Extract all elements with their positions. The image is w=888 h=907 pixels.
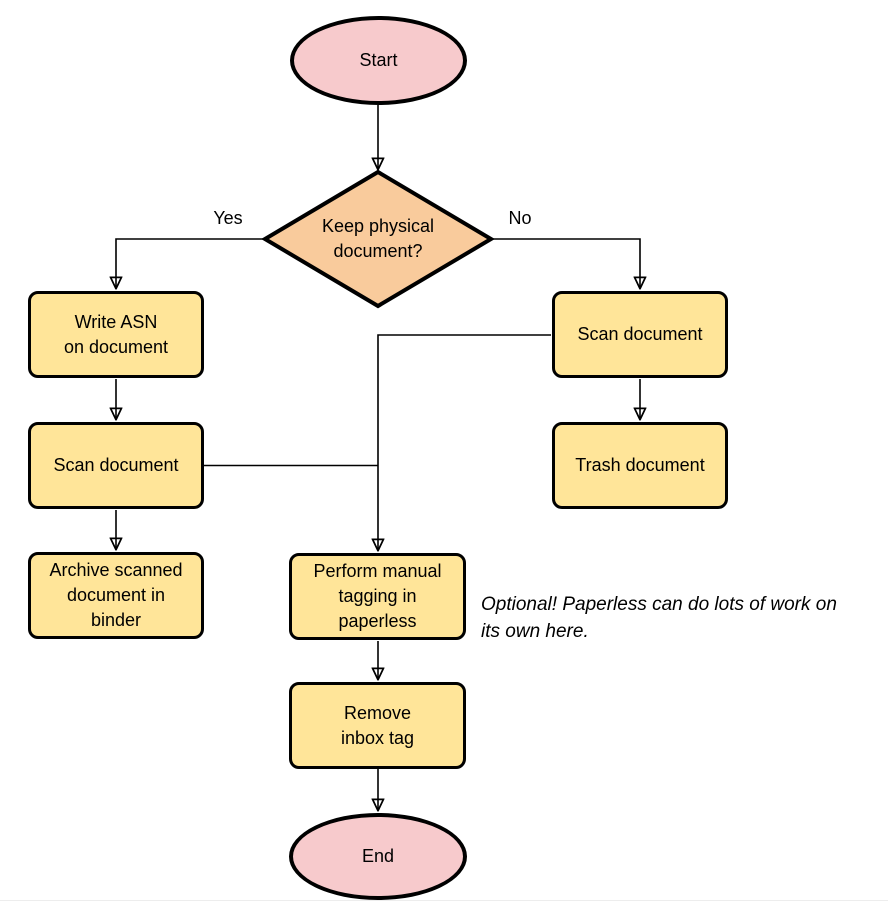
decision-node: Keep physical document? [261, 169, 495, 309]
scan-document-left-node: Scan document [28, 422, 204, 509]
end-node: End [289, 813, 467, 900]
edge-decision-no [491, 238, 640, 288]
trash-document-node: Trash document [552, 422, 728, 509]
edge-decision-yes [116, 238, 264, 288]
scan-document-right-node: Scan document [552, 291, 728, 378]
optional-annotation: Optional! Paperless can do lots of work … [481, 594, 837, 642]
decision-diamond-shape [261, 169, 495, 309]
edge-scanright-to-tagging [378, 334, 551, 550]
edge-label-no: No [508, 208, 532, 228]
remove-inbox-tag-node: Remove inbox tag [289, 682, 466, 769]
bottom-divider [0, 900, 888, 901]
edge-label-yes: Yes [213, 208, 243, 228]
write-asn-node: Write ASN on document [28, 291, 204, 378]
start-node: Start [290, 16, 467, 105]
decision-label: Keep physical document? [321, 216, 435, 261]
archive-node: Archive scanned document in binder [28, 552, 204, 639]
manual-tagging-node: Perform manual tagging in paperless [289, 553, 466, 640]
